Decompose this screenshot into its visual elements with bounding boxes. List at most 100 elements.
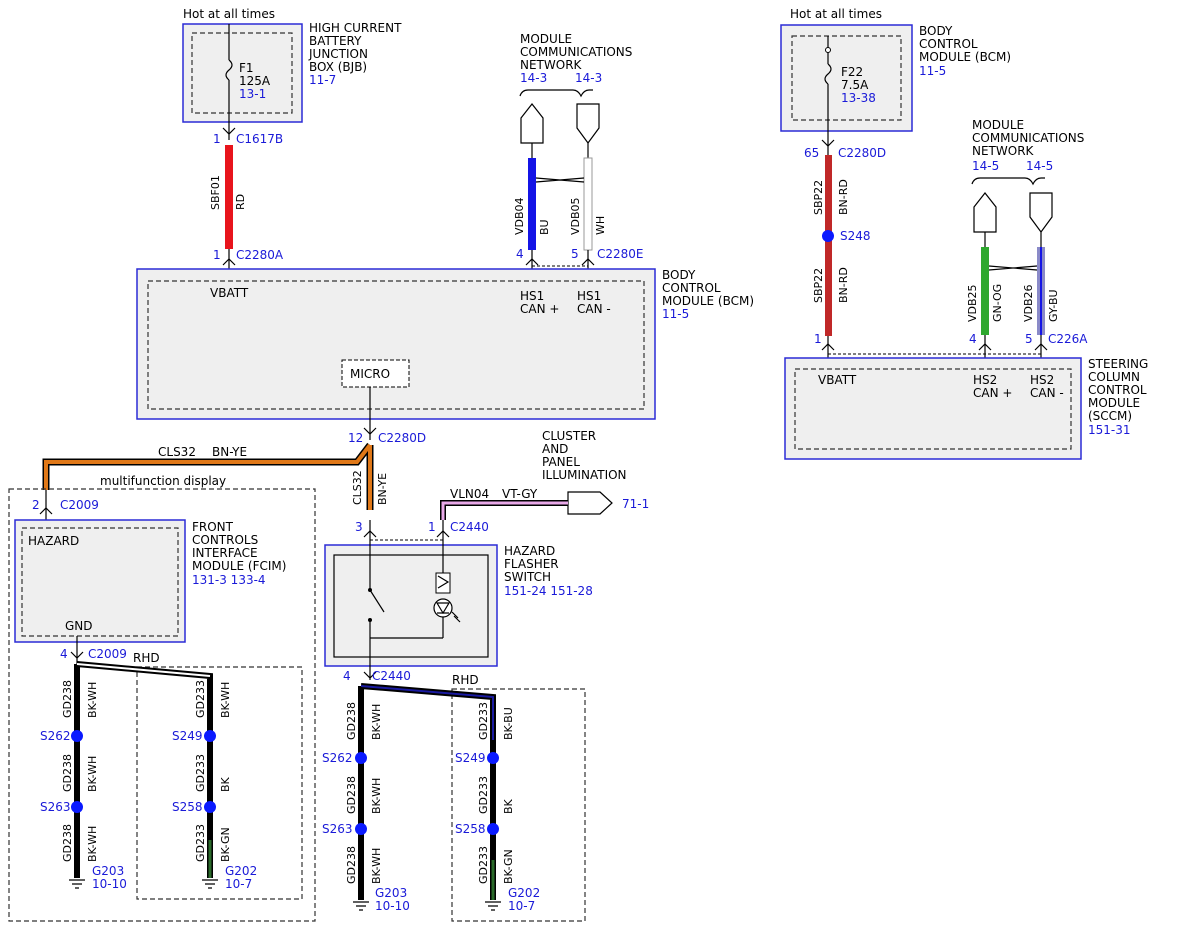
c2280e-pin1: 4 <box>516 247 524 261</box>
s249-left-label: S249 <box>172 729 203 743</box>
g203-mid-ref: 10-10 <box>375 899 410 913</box>
fuse-f1-ref: 13-1 <box>239 87 266 101</box>
vdb05-circuit: VDB05 <box>569 197 582 235</box>
fcim-inner <box>21 527 179 637</box>
fcim-refs: 131-3 133-4 <box>192 573 266 587</box>
sccm-4: MODULE <box>1088 396 1140 410</box>
vdb04-circuit: VDB04 <box>513 197 526 235</box>
gd238-l2: GD238 <box>61 754 74 792</box>
bkwh-r1: BK-WH <box>219 682 232 718</box>
sccm-hs2-b: HS2 <box>1030 373 1054 387</box>
sccm-3: CONTROL <box>1088 383 1147 397</box>
fcim-label-4: MODULE (FCIM) <box>192 559 286 573</box>
wire-left-highlight <box>76 663 211 677</box>
gd238-l3: GD238 <box>61 824 74 862</box>
gd233-m2: GD233 <box>477 776 490 814</box>
gd233-m3: GD233 <box>477 846 490 884</box>
mfd-label: multifunction display <box>100 474 226 488</box>
bkgn-l3: BK-GN <box>219 827 232 862</box>
micro-label: MICRO <box>350 367 390 381</box>
cluster-ref: 71-1 <box>622 497 649 511</box>
hot-at-all-times-left: Hot at all times <box>183 7 275 21</box>
bcm-main-label-1: BODY <box>662 268 696 282</box>
bjb-inner <box>191 32 293 114</box>
mcn-right-arrow-1 <box>973 192 997 233</box>
sbp22-circuit-1: SBP22 <box>812 180 825 215</box>
splice-s263-left <box>71 801 83 813</box>
bcm-right-node <box>825 47 831 53</box>
s263-left-label: S263 <box>40 800 71 814</box>
cluster-2: AND <box>542 442 568 456</box>
c2280d-left-pin: 12 <box>348 431 363 445</box>
bcm-right-ref: 11-5 <box>919 64 946 78</box>
bcm-canm: CAN - <box>577 302 611 316</box>
cluster-arrow <box>567 491 613 515</box>
vdb05-color: WH <box>594 216 607 235</box>
splice-s258-mid <box>487 823 499 835</box>
wire-bkbu-mid <box>360 685 494 740</box>
cls32-circuit-v: CLS32 <box>351 470 364 505</box>
wire-cls32 <box>44 443 372 510</box>
micro-box <box>341 359 410 388</box>
rhd-area-left <box>136 666 303 900</box>
cls32-color: BN-YE <box>212 445 247 459</box>
sccm-box <box>784 357 1082 460</box>
bcm-vbatt: VBATT <box>210 286 249 300</box>
cluster-4: ILLUMINATION <box>542 468 627 482</box>
g202-left-ref: 10-7 <box>225 877 252 891</box>
bcm-right-1: BODY <box>919 24 953 38</box>
sccm-canp: CAN + <box>973 386 1012 400</box>
gd233-l2: GD233 <box>194 754 207 792</box>
mcn-right-ref2: 14-5 <box>1026 159 1053 173</box>
c226a-pin1: 1 <box>814 332 822 346</box>
vdb25-color: GN-OG <box>991 284 1004 322</box>
fcim-label-2: CONTROLS <box>192 533 258 547</box>
vdb26-circuit: VDB26 <box>1022 284 1035 322</box>
s262-mid-label: S262 <box>322 751 353 765</box>
gd233-l3: GD233 <box>194 824 207 862</box>
wire-sbp22 <box>825 155 832 336</box>
splice-s249-left <box>204 730 216 742</box>
vln04-color: VT-GY <box>502 487 538 501</box>
resistor-zigzag <box>437 575 450 589</box>
sccm-2: COLUMN <box>1088 370 1140 384</box>
bcm-right-inner <box>791 35 902 121</box>
mcn-left-2: COMMUNICATIONS <box>520 45 632 59</box>
mcn-right-1: MODULE <box>972 118 1024 132</box>
splice-s258-left <box>204 801 216 813</box>
bkwh-l3: BK-WH <box>86 826 99 862</box>
gd238-m3: GD238 <box>345 846 358 884</box>
bcm-main-label-2: CONTROL <box>662 281 721 295</box>
fuse-f1: F1 <box>239 61 254 75</box>
wire-vln04-outline <box>440 500 568 520</box>
vdb25-circuit: VDB25 <box>966 284 979 322</box>
sccm-hs2-a: HS2 <box>973 373 997 387</box>
sccm-vbatt: VBATT <box>818 373 857 387</box>
bkwh-l2: BK-WH <box>86 756 99 792</box>
vdb04-color: BU <box>538 219 551 235</box>
mcn-left-brace <box>519 89 593 98</box>
bkwh-m3: BK-WH <box>370 848 383 884</box>
c2009-bot-pin: 4 <box>60 647 68 661</box>
bk-m2: BK <box>502 798 515 814</box>
led-icon <box>433 598 453 618</box>
cluster-1: CLUSTER <box>542 429 596 443</box>
bcm-hs1-a: HS1 <box>520 289 544 303</box>
sccm-ref: 151-31 <box>1088 423 1131 437</box>
cluster-3: PANEL <box>542 455 580 469</box>
c226a-name: C226A <box>1048 332 1088 346</box>
c1617b-name: C1617B <box>236 132 283 146</box>
sbp22-color-1: BN-RD <box>837 179 850 215</box>
vln04-circuit: VLN04 <box>450 487 489 501</box>
g203-left: G203 <box>92 864 124 878</box>
bcm-right-2: CONTROL <box>919 37 978 51</box>
connector-c226a-icon <box>821 343 1048 351</box>
fuse-f22-ref: 13-38 <box>841 91 876 105</box>
wire-sbf01 <box>225 145 233 249</box>
hot-at-all-times-right: Hot at all times <box>790 7 882 21</box>
rhd-left-label: RHD <box>133 651 160 665</box>
s258-left-label: S258 <box>172 800 203 814</box>
led-symbol <box>435 602 451 615</box>
bcm-main-label-3: MODULE (BCM) <box>662 294 754 308</box>
fuse-f1-icon <box>225 59 233 81</box>
